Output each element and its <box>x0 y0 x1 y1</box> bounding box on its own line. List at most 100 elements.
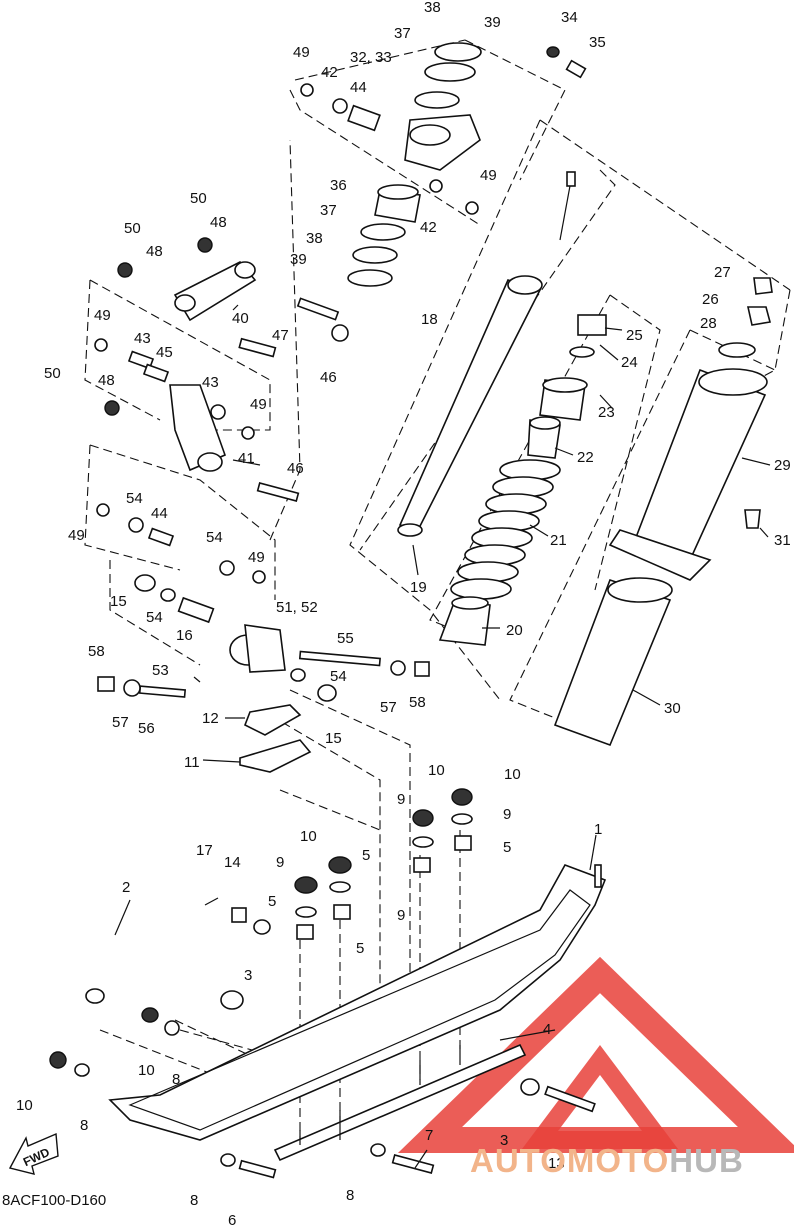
callout: 53 <box>152 662 169 679</box>
callout: 50 <box>44 365 61 382</box>
callout: 43 <box>202 374 219 391</box>
callout: 49 <box>68 527 85 544</box>
callout: 47 <box>272 327 289 344</box>
callout: 55 <box>337 630 354 647</box>
callout: 9 <box>276 854 284 871</box>
callout: 21 <box>550 532 567 549</box>
ski-hardware <box>49 788 596 1179</box>
callout: 48 <box>146 243 163 260</box>
ski-handle <box>71 931 244 1010</box>
callout: 37 <box>394 25 411 42</box>
watermark-text-part2: HUB <box>669 1142 744 1179</box>
callout: 44 <box>350 79 367 96</box>
callout: 28 <box>700 315 717 332</box>
callout: 49 <box>480 167 497 184</box>
callout: 58 <box>88 643 105 660</box>
callout: 8 <box>346 1187 354 1204</box>
callout: 5 <box>503 839 511 856</box>
callout: 54 <box>126 490 143 507</box>
callout: 29 <box>774 457 791 474</box>
callout: 7 <box>425 1127 433 1144</box>
callout: 42 <box>420 219 437 236</box>
callout: 38 <box>424 0 441 16</box>
callout: 4 <box>543 1021 551 1038</box>
callout: 10 <box>504 766 521 783</box>
spring-seats <box>438 314 607 646</box>
fwd-arrow-icon: FWD <box>8 1132 59 1175</box>
callout: 24 <box>621 354 638 371</box>
callout: 2 <box>122 879 130 896</box>
callout: 10 <box>428 762 445 779</box>
callout: 35 <box>589 34 606 51</box>
callout: 48 <box>98 372 115 389</box>
lower-mount <box>97 574 430 702</box>
link-arms <box>94 237 349 584</box>
callout: 50 <box>124 220 141 237</box>
callout: 26 <box>702 291 719 308</box>
callout: 31 <box>774 532 791 549</box>
callout: 8 <box>172 1071 180 1088</box>
callout: 11 <box>184 754 200 771</box>
callout: 37 <box>320 202 337 219</box>
callout: 49 <box>94 307 111 324</box>
callout: 42 <box>321 64 338 81</box>
callout: 25 <box>626 327 643 344</box>
callout: 54 <box>330 668 347 685</box>
callout: 40 <box>232 310 249 327</box>
callout: 5 <box>362 847 370 864</box>
leader-lines <box>114 304 771 1169</box>
callout: 16 <box>176 627 193 644</box>
callout: 34 <box>561 9 578 26</box>
ski-body <box>108 864 607 1162</box>
callout: 1 <box>594 821 602 838</box>
callout: 6 <box>228 1212 236 1225</box>
callout: 10 <box>16 1097 33 1114</box>
callout: 10 <box>300 828 317 845</box>
callout: 43 <box>134 330 151 347</box>
callout: 32, 33 <box>350 49 392 66</box>
callout: 19 <box>410 579 427 596</box>
top-bracket <box>300 42 587 287</box>
callout: 46 <box>320 369 337 386</box>
callout: 15 <box>325 730 342 747</box>
callout: 54 <box>146 609 163 626</box>
callout: 5 <box>268 893 276 910</box>
callout: 50 <box>190 190 207 207</box>
callout: 48 <box>210 214 227 231</box>
watermark-text-part1: AUTOMOTO <box>470 1142 670 1179</box>
callout: 54 <box>206 529 223 546</box>
callout: 49 <box>248 549 265 566</box>
callout: 9 <box>397 791 405 808</box>
coil-spring <box>450 459 561 600</box>
callout: 56 <box>138 720 155 737</box>
callout: 51, 52 <box>276 599 318 616</box>
callout: 5 <box>356 940 364 957</box>
guide-lines <box>84 39 791 1140</box>
stopper-brackets <box>239 704 312 773</box>
shock-rod <box>397 171 576 537</box>
callout: 58 <box>409 694 426 711</box>
callout: 12 <box>202 710 219 727</box>
callout: 30 <box>664 700 681 717</box>
callout: 18 <box>421 311 438 328</box>
callout: 41 <box>238 450 255 467</box>
callout: 39 <box>290 251 307 268</box>
callout: 14 <box>224 854 241 871</box>
callout: 20 <box>506 622 523 639</box>
callout-labels: 38 39 34 35 49 37 42 32, 33 44 36 49 37 … <box>16 0 791 1225</box>
callout: 49 <box>293 44 310 61</box>
callout: 38 <box>306 230 323 247</box>
callout: 27 <box>714 264 731 281</box>
callout: 10 <box>138 1062 155 1079</box>
callout: 17 <box>196 842 213 859</box>
callout: 46 <box>287 460 304 477</box>
callout: 57 <box>380 699 397 716</box>
callout: 9 <box>503 806 511 823</box>
callout: 22 <box>577 449 594 466</box>
callout: 57 <box>112 714 129 731</box>
callout: 15 <box>110 593 127 610</box>
callout: 8 <box>80 1117 88 1134</box>
callout: 8 <box>190 1192 198 1209</box>
callout: 39 <box>484 14 501 31</box>
